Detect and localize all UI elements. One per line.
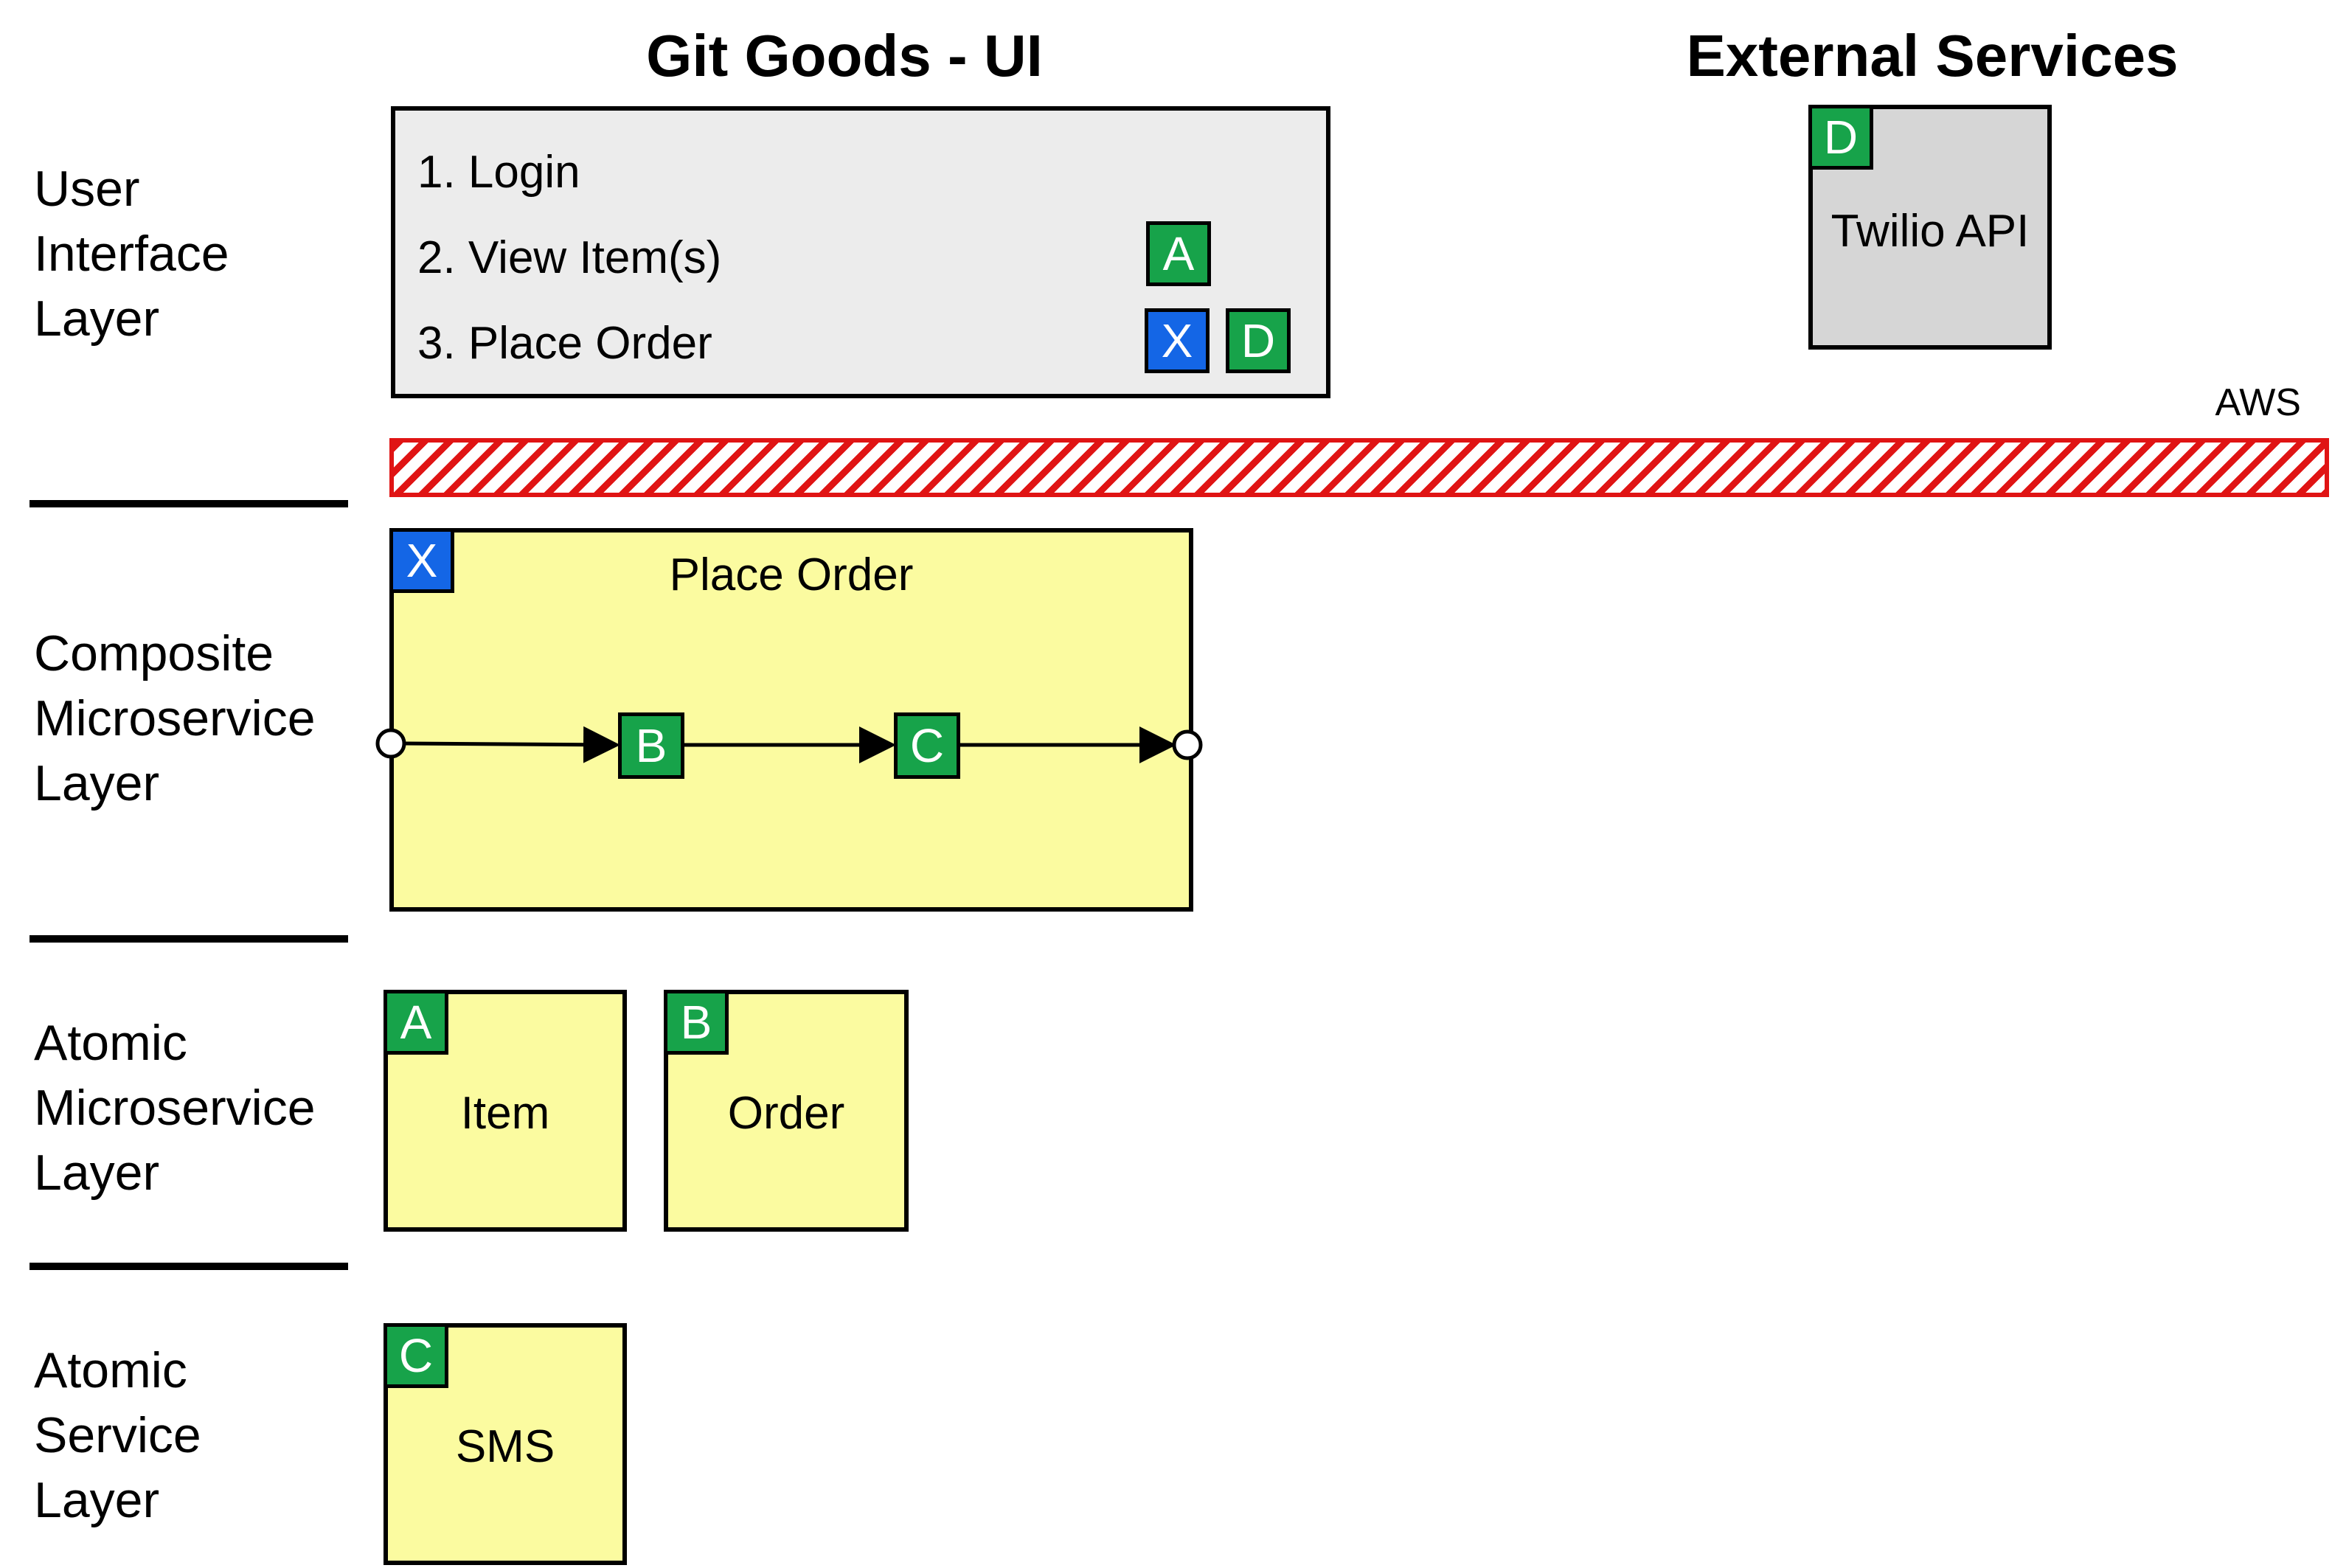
item-service-label: Item bbox=[460, 1088, 550, 1139]
flow-step-b: B bbox=[618, 712, 684, 779]
ui-step-place-order: 3. Place Order bbox=[417, 318, 712, 369]
sms-service-box: C SMS bbox=[384, 1323, 627, 1565]
order-service-label: Order bbox=[727, 1088, 845, 1139]
flow-start-node bbox=[375, 728, 406, 759]
layer-divider bbox=[30, 935, 348, 943]
badge-a: A bbox=[1146, 221, 1211, 286]
layer-label-ui: User Interface Layer bbox=[34, 161, 229, 347]
external-services-heading: External Services bbox=[1686, 23, 2179, 89]
ui-heading: Git Goods - UI bbox=[646, 23, 1043, 89]
badge-x: X bbox=[1145, 308, 1210, 373]
badge-d: D bbox=[1226, 308, 1291, 373]
aws-boundary-bar bbox=[389, 438, 2329, 497]
item-service-box: A Item bbox=[384, 990, 627, 1232]
twilio-api-label: Twilio API bbox=[1830, 206, 2030, 257]
badge-a: A bbox=[384, 990, 448, 1055]
layer-label-composite: Composite Microservice Layer bbox=[34, 625, 316, 811]
place-order-title: Place Order bbox=[669, 549, 914, 600]
order-service-box: B Order bbox=[664, 990, 909, 1232]
layer-label-atomic-microservice: Atomic Microservice Layer bbox=[34, 1015, 316, 1201]
ui-step-view-items: 2. View Item(s) bbox=[417, 232, 722, 283]
ui-panel: 1. Login 2. View Item(s) 3. Place Order … bbox=[391, 106, 1330, 398]
badge-b: B bbox=[664, 990, 729, 1055]
aws-label: AWS bbox=[2215, 381, 2301, 424]
flow-end-node bbox=[1172, 729, 1203, 760]
badge-d: D bbox=[1808, 105, 1873, 170]
badge-c: C bbox=[384, 1323, 448, 1388]
twilio-api-box: D Twilio API bbox=[1808, 105, 2052, 350]
layer-divider bbox=[30, 500, 348, 507]
layer-label-atomic-service: Atomic Service Layer bbox=[34, 1342, 201, 1528]
layer-divider bbox=[30, 1263, 348, 1270]
place-order-composite-box: X Place Order bbox=[389, 528, 1193, 912]
ui-step-login: 1. Login bbox=[417, 147, 580, 198]
flow-step-c: C bbox=[894, 712, 960, 779]
sms-service-label: SMS bbox=[455, 1421, 555, 1472]
badge-x: X bbox=[389, 528, 454, 593]
flow-arrow bbox=[403, 726, 620, 763]
